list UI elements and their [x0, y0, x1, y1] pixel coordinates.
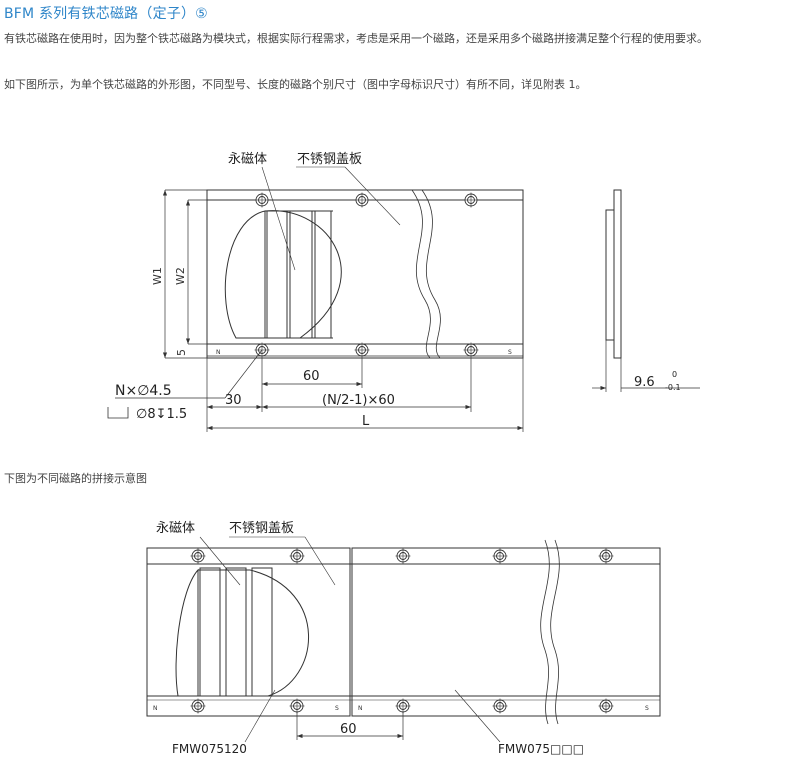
cutaway-region	[224, 210, 266, 339]
cover-plate-label-2: 不锈钢盖板	[229, 521, 294, 536]
part-number-a: FMW075120	[172, 742, 247, 756]
splice-holes-top	[190, 548, 614, 564]
splice-holes-bottom	[190, 698, 614, 714]
tolerance-lower: -0.1	[665, 383, 681, 392]
dim-hole-spec: N×∅4.5	[115, 383, 172, 399]
stator-plate-a	[146, 547, 351, 717]
figure-description: 如下图所示，为单个铁芯磁路的外形图，不同型号、长度的磁路个别尺寸（图中字母标识尺…	[4, 78, 587, 91]
pole-n-label-a: N	[153, 705, 158, 712]
dim-pitch-count: (N/2-1)×60	[322, 393, 395, 408]
stator-plate-b	[351, 547, 661, 717]
magnet-bars-2	[199, 567, 273, 697]
dim-w1: W1	[151, 267, 164, 285]
dim-5: 5	[175, 349, 188, 356]
mount-holes-bottom	[254, 342, 479, 358]
magnet-bars	[266, 210, 332, 339]
splice-caption: 下图为不同磁路的拼接示意图	[4, 472, 147, 485]
dim-length-l: L	[362, 414, 370, 429]
counterbore-icon	[107, 407, 129, 419]
splice-drawing	[146, 536, 661, 743]
stator-plate	[206, 189, 524, 359]
dim-counterbore-spec: ∅8↧1.5	[136, 407, 187, 422]
pole-n-label-b: N	[358, 705, 363, 712]
pole-n-label: N	[216, 349, 221, 356]
dim-60-splice: 60	[340, 722, 357, 737]
page-title: BFM 系列有铁芯磁路（定子）⑤	[4, 6, 208, 22]
pole-s-label-b: S	[645, 705, 649, 712]
dim-60: 60	[303, 369, 320, 384]
pole-s-label-a: S	[335, 705, 339, 712]
magnet-label-2: 永磁体	[156, 521, 195, 536]
dim-w2: W2	[174, 267, 187, 285]
intro-paragraph: 有铁芯磁路在使用时，因为整个铁芯磁路为模块式，根据实际行程需求，考虑是采用一个磁…	[4, 32, 708, 45]
dim-thickness: 9.6	[634, 375, 655, 390]
cover-plate-label: 不锈钢盖板	[297, 152, 362, 167]
pole-s-label: S	[508, 349, 512, 356]
side-view-drawing	[592, 189, 700, 392]
magnet-label: 永磁体	[228, 152, 267, 167]
part-number-b: FMW075□□□	[498, 742, 584, 756]
dim-30: 30	[225, 393, 242, 408]
tolerance-upper: 0	[672, 370, 677, 379]
